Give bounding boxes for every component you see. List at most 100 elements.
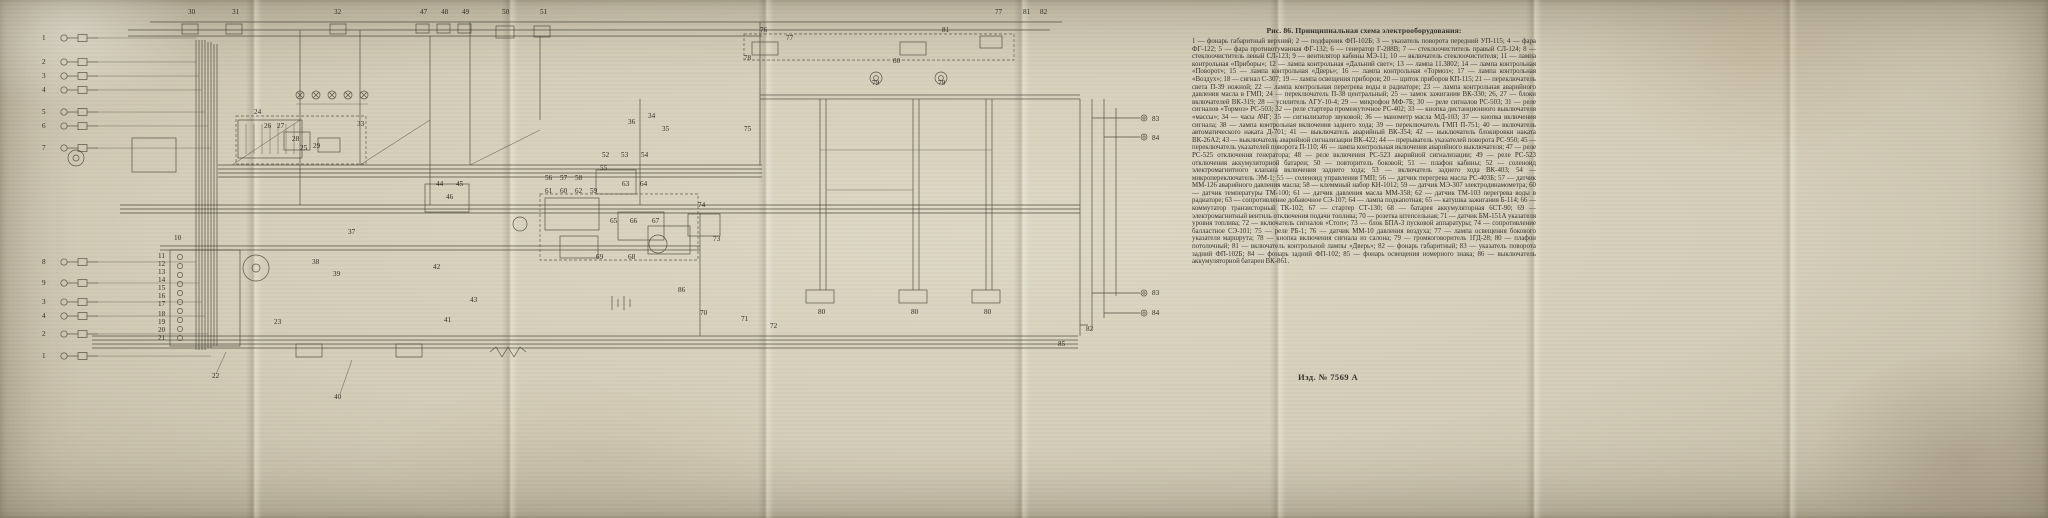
component-number: 85: [1058, 340, 1066, 348]
component-number: 60: [560, 187, 568, 195]
component-number: 78: [744, 54, 752, 62]
component-number: 70: [700, 309, 708, 317]
component-number: 20: [158, 326, 166, 334]
component-number: 79: [938, 79, 946, 87]
component-number: 40: [334, 393, 342, 401]
component-number: 4: [42, 312, 46, 320]
component-number: 52: [602, 151, 610, 159]
component-number: 16: [158, 292, 166, 300]
component-number: 21: [158, 334, 166, 342]
component-number: 55: [600, 164, 608, 172]
component-number: 2: [42, 330, 46, 338]
component-symbols: [60, 23, 1148, 360]
component-number: 34: [648, 112, 656, 120]
component-number: 72: [770, 322, 778, 330]
component-number: 3: [42, 72, 46, 80]
component-number: 14: [158, 276, 166, 284]
component-number: 31: [232, 8, 240, 16]
component-number: 84: [1152, 309, 1160, 317]
component-number: 42: [433, 263, 441, 271]
component-number: 27: [277, 122, 285, 130]
component-number: 83: [1152, 115, 1160, 123]
component-number: 71: [741, 315, 749, 323]
component-number: 61: [545, 187, 553, 195]
component-number: 7: [42, 144, 46, 152]
component-number: 43: [470, 296, 478, 304]
component-number: 32: [334, 8, 342, 16]
component-number: 22: [212, 372, 220, 380]
component-number: 15: [158, 284, 166, 292]
component-number: 65: [610, 217, 618, 225]
component-number: 63: [622, 180, 630, 188]
component-number: 50: [502, 8, 510, 16]
component-number: 47: [420, 8, 428, 16]
component-number: 49: [462, 8, 470, 16]
component-number: 18: [158, 310, 166, 318]
component-number: 35: [662, 125, 670, 133]
component-number: 80: [911, 308, 919, 316]
component-number: 36: [628, 118, 636, 126]
component-number: 82: [1086, 325, 1094, 333]
component-number: 66: [630, 217, 638, 225]
component-number: 80: [893, 57, 901, 65]
component-number: 8: [42, 258, 46, 266]
figure-caption: Рис. 86. Принципиальная схема электрообо…: [1266, 26, 1462, 35]
component-number: 80: [984, 308, 992, 316]
component-number: 45: [456, 180, 464, 188]
component-number: 77: [786, 34, 794, 42]
component-number: 17: [158, 300, 166, 308]
component-number: 62: [575, 187, 583, 195]
component-number: 64: [640, 180, 648, 188]
component-number: 79: [872, 79, 880, 87]
component-number: 25: [300, 144, 308, 152]
wiring-lines: [92, 21, 1140, 395]
component-number: 6: [42, 122, 46, 130]
component-number: 56: [545, 174, 553, 182]
figure-legend: Рис. 86. Принципиальная схема электрообо…: [1192, 26, 1536, 266]
component-number: 30: [188, 8, 196, 16]
component-number: 33: [357, 120, 365, 128]
component-number: 12: [158, 260, 166, 268]
component-number: 68: [628, 253, 636, 261]
component-number: 13: [158, 268, 166, 276]
component-number: 73: [713, 235, 721, 243]
component-number: 74: [698, 201, 706, 209]
component-number: 38: [312, 258, 320, 266]
component-number: 11: [158, 252, 165, 260]
component-number: 23: [274, 318, 282, 326]
component-number: 77: [995, 8, 1003, 16]
component-number: 57: [560, 174, 568, 182]
component-number: 41: [444, 316, 452, 324]
component-number: 82: [1040, 8, 1048, 16]
component-number: 37: [348, 228, 356, 236]
component-number: 59: [590, 187, 598, 195]
component-number: 58: [575, 174, 583, 182]
component-number: 19: [158, 318, 166, 326]
component-number: 10: [174, 234, 182, 242]
component-number: 75: [744, 125, 752, 133]
component-number: 86: [678, 286, 686, 294]
component-number: 48: [441, 8, 449, 16]
component-number: 80: [818, 308, 826, 316]
component-number: 51: [540, 8, 548, 16]
component-number: 83: [1152, 289, 1160, 297]
component-number: 46: [446, 193, 454, 201]
component-number: 28: [292, 135, 300, 143]
component-number: 1: [42, 34, 46, 42]
component-number: 54: [641, 151, 649, 159]
component-number: 26: [264, 122, 272, 130]
component-number: 24: [254, 108, 262, 116]
component-number: 53: [621, 151, 629, 159]
component-number: 69: [596, 253, 604, 261]
component-number: 76: [760, 26, 768, 34]
legend-text: 1 — фонарь габаритный верхний; 2 — подфа…: [1192, 38, 1536, 266]
component-number: 84: [1152, 134, 1160, 142]
component-number: 4: [42, 86, 46, 94]
component-number: 2: [42, 58, 46, 66]
component-number: 9: [42, 279, 46, 287]
component-number: 81: [942, 26, 950, 34]
edition-number: Изд. № 7569 А: [1298, 372, 1359, 382]
component-number: 3: [42, 298, 46, 306]
